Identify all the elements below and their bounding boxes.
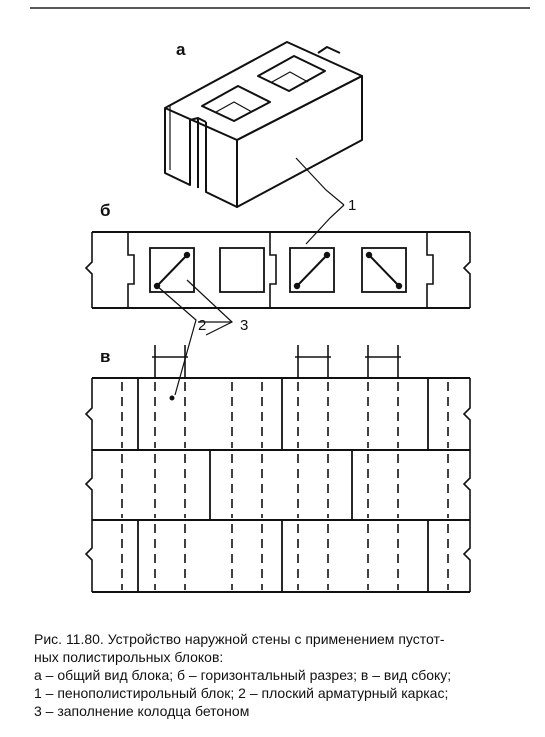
section-cavity-1 <box>149 247 195 293</box>
block-isometric-view <box>164 41 363 208</box>
view-b-label: б <box>100 201 111 220</box>
view-a-label: а <box>176 40 186 59</box>
block-end-face <box>205 122 238 208</box>
callout-2-3-leaders <box>156 279 234 396</box>
block-left-face <box>164 108 191 186</box>
block-cavity-1 <box>201 85 271 122</box>
side-view <box>84 345 471 593</box>
callout-1-leaders <box>295 157 345 245</box>
horizontal-section-view <box>84 231 471 309</box>
view-c-label: в <box>100 347 110 366</box>
caption-line-1: Рис. 11.80. Устройство наружной стены с … <box>34 631 445 647</box>
caption-line-4: 1 – пенополистирольный блок; 2 – плоский… <box>34 685 449 701</box>
block-cavity-2 <box>257 55 326 92</box>
caption-line-2: ных полистирольных блоков: <box>34 649 224 665</box>
callout-1: 1 <box>348 197 356 214</box>
section-cavity-3 <box>289 247 335 293</box>
callout-3-target-dot <box>169 395 175 401</box>
callout-2: 2 <box>198 317 206 334</box>
wall-construction-figure: а 1 б 2 3 в <box>30 7 530 593</box>
caption-line-3: а – общий вид блока; б – горизонтальный … <box>34 667 452 683</box>
figure-caption: Рис. 11.80. Устройство наружной стены с … <box>34 630 534 720</box>
section-cavity-2 <box>219 247 265 293</box>
caption-line-5: 3 – заполнение колодца бетоном <box>34 703 250 719</box>
callout-3: 3 <box>240 317 248 334</box>
section-cavity-4 <box>361 247 407 293</box>
